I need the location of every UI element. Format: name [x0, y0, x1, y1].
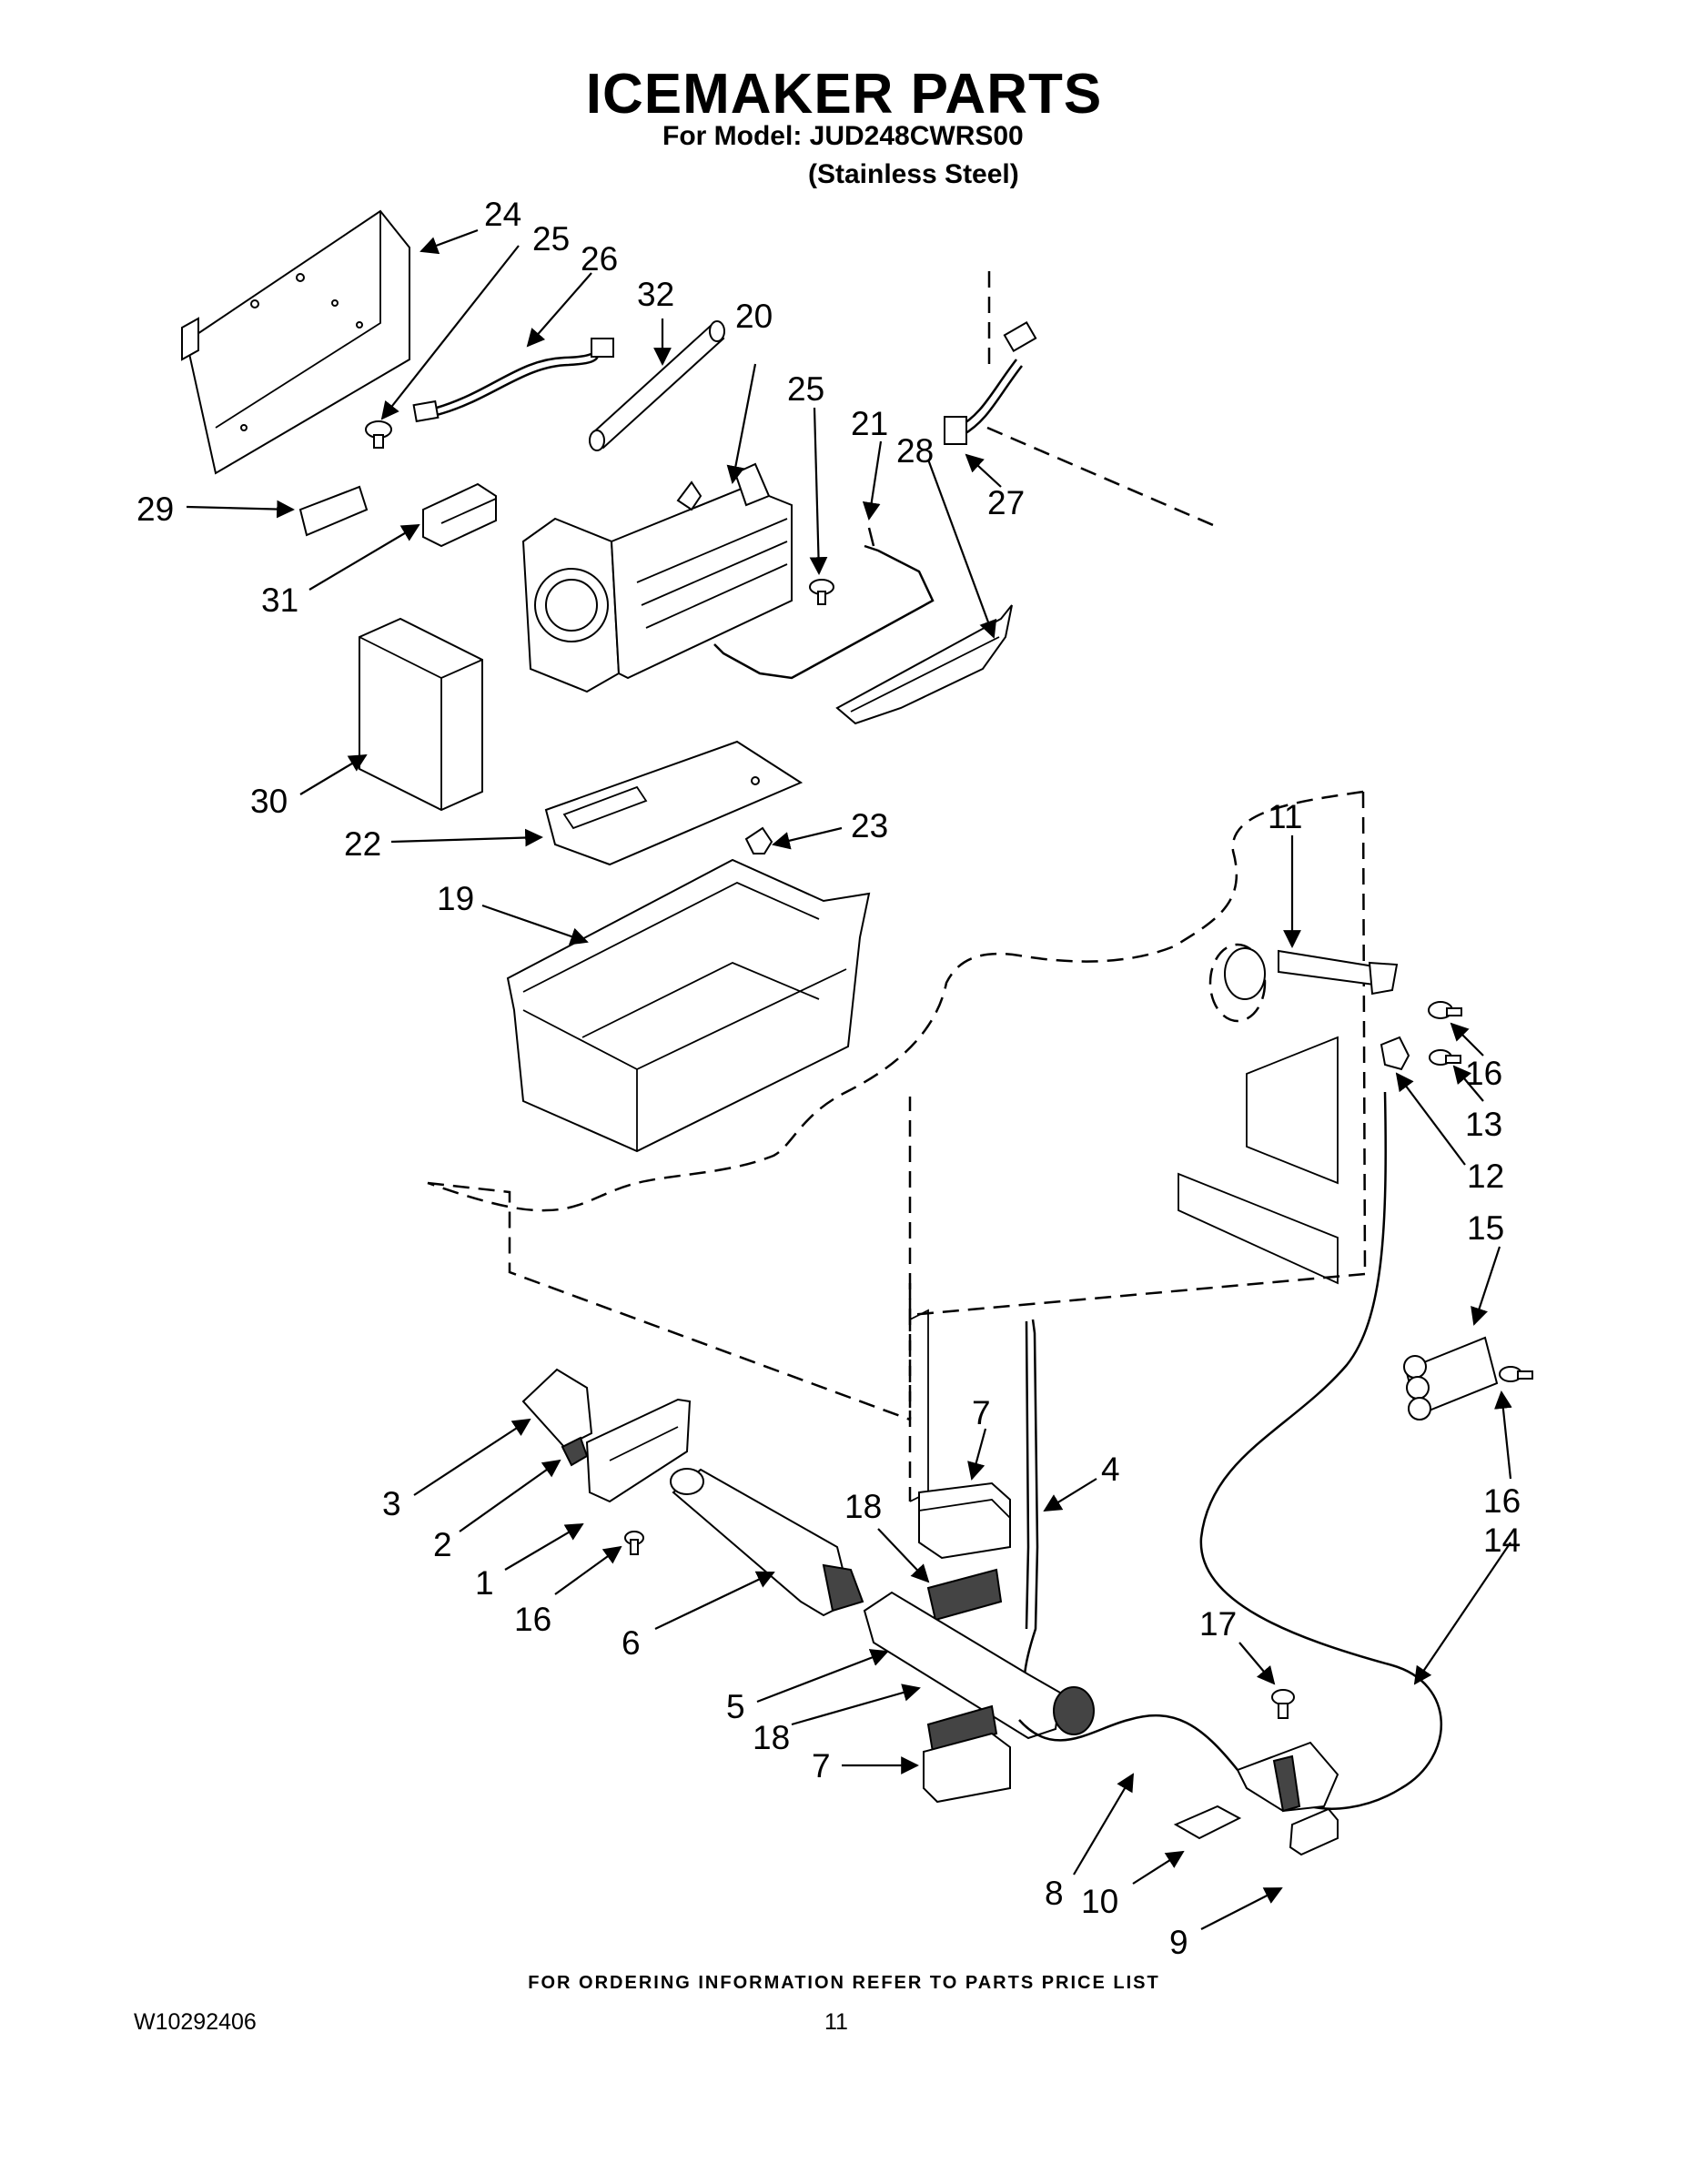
page-title: ICEMAKER PARTS — [585, 63, 1103, 126]
part-6-filter — [670, 1468, 864, 1617]
part-20-icemaker — [521, 462, 793, 693]
callout-17: 17 — [1199, 1605, 1237, 1643]
part-9-bracket — [1289, 1807, 1339, 1856]
callout-15: 15 — [1467, 1209, 1504, 1247]
part-22-plate — [544, 740, 804, 866]
callout-11: 11 — [1268, 798, 1302, 835]
callout-9: 9 — [1169, 1924, 1188, 1961]
part-26-wire-harness — [412, 338, 614, 423]
part-24-panel — [181, 209, 410, 475]
callout-25: 25 — [532, 220, 570, 258]
callout-7b: 7 — [812, 1747, 831, 1785]
part-15-clamp — [1403, 1336, 1499, 1421]
callout-18b: 18 — [753, 1719, 790, 1756]
part-13-screw — [1429, 1049, 1461, 1066]
callout-26: 26 — [581, 240, 618, 278]
part-25-screw-right — [809, 579, 834, 605]
callout-2: 2 — [433, 1526, 452, 1563]
callout-16a: 16 — [1465, 1055, 1502, 1092]
callout-30: 30 — [250, 783, 288, 820]
callout-27: 27 — [987, 484, 1025, 521]
part-27-harness — [944, 271, 1037, 445]
part-5-housing — [863, 1591, 1095, 1740]
part-30-box — [359, 617, 483, 812]
callout-16c: 16 — [1483, 1482, 1521, 1520]
leader-lines — [186, 228, 1512, 1930]
callout-16b: 16 — [514, 1601, 551, 1638]
callout-19: 19 — [437, 880, 474, 917]
part-14-water-tube — [1199, 1091, 1443, 1810]
callout-31: 31 — [261, 581, 298, 619]
callout-14: 14 — [1483, 1522, 1521, 1559]
part-10-bracket — [1173, 1805, 1242, 1840]
part-3-knob — [521, 1368, 593, 1449]
part-valve — [1236, 1741, 1339, 1813]
callout-25b: 25 — [787, 370, 824, 408]
page-number: 11 — [824, 2009, 848, 2035]
part-17-screw — [1271, 1689, 1295, 1719]
callout-12: 12 — [1467, 1158, 1504, 1195]
callout-24: 24 — [484, 196, 521, 233]
callout-29: 29 — [136, 490, 174, 528]
callout-7a: 7 — [972, 1394, 991, 1431]
part-31-bracket — [422, 482, 497, 548]
part-29-pad — [298, 485, 369, 537]
callout-8: 8 — [1045, 1875, 1064, 1912]
part-25-screw — [365, 420, 392, 449]
model-line: For Model: JUD248CWRS00 — [662, 121, 1024, 151]
callout-1: 1 — [475, 1564, 494, 1602]
callout-13: 13 — [1465, 1106, 1502, 1143]
part-11-tube — [1208, 943, 1399, 1023]
part-8-water-line — [1018, 1714, 1238, 1771]
part-21-wire-arm — [713, 527, 935, 680]
part-7-block-lower — [923, 1732, 1011, 1804]
model-variant: (Stainless Steel) — [808, 159, 1019, 189]
callout-10: 10 — [1081, 1883, 1118, 1920]
callout-4: 4 — [1101, 1451, 1120, 1488]
part-32-tube — [589, 320, 725, 451]
part-7-block — [918, 1481, 1011, 1560]
ordering-info-note: FOR ORDERING INFORMATION REFER TO PARTS … — [528, 1973, 1160, 1993]
part-12-clip — [1380, 1036, 1410, 1071]
callout-3: 3 — [382, 1485, 401, 1522]
callout-22: 22 — [344, 825, 381, 863]
part-1-housing — [585, 1398, 692, 1503]
callout-32: 32 — [637, 276, 674, 313]
part-23-clip — [744, 826, 773, 854]
document-number: W10292406 — [134, 2009, 257, 2035]
callout-20: 20 — [735, 298, 773, 335]
part-19-ice-bin — [506, 858, 871, 1153]
part-18-pad — [926, 1568, 1003, 1622]
callout-21: 21 — [851, 405, 888, 442]
callout-labels: 24 25 26 32 20 25 21 28 27 29 31 30 22 2… — [136, 196, 1521, 1961]
callout-18a: 18 — [844, 1488, 882, 1525]
part-16-screw-right — [1499, 1366, 1533, 1382]
part-16-screw-left — [624, 1531, 644, 1555]
callout-28: 28 — [896, 432, 934, 470]
callout-23: 23 — [851, 807, 888, 844]
part-28-cover — [835, 604, 1013, 725]
callout-6: 6 — [622, 1624, 641, 1662]
part-16-screw — [1428, 1001, 1462, 1019]
callout-5: 5 — [726, 1688, 745, 1725]
part-18-pad-lower — [926, 1704, 998, 1754]
